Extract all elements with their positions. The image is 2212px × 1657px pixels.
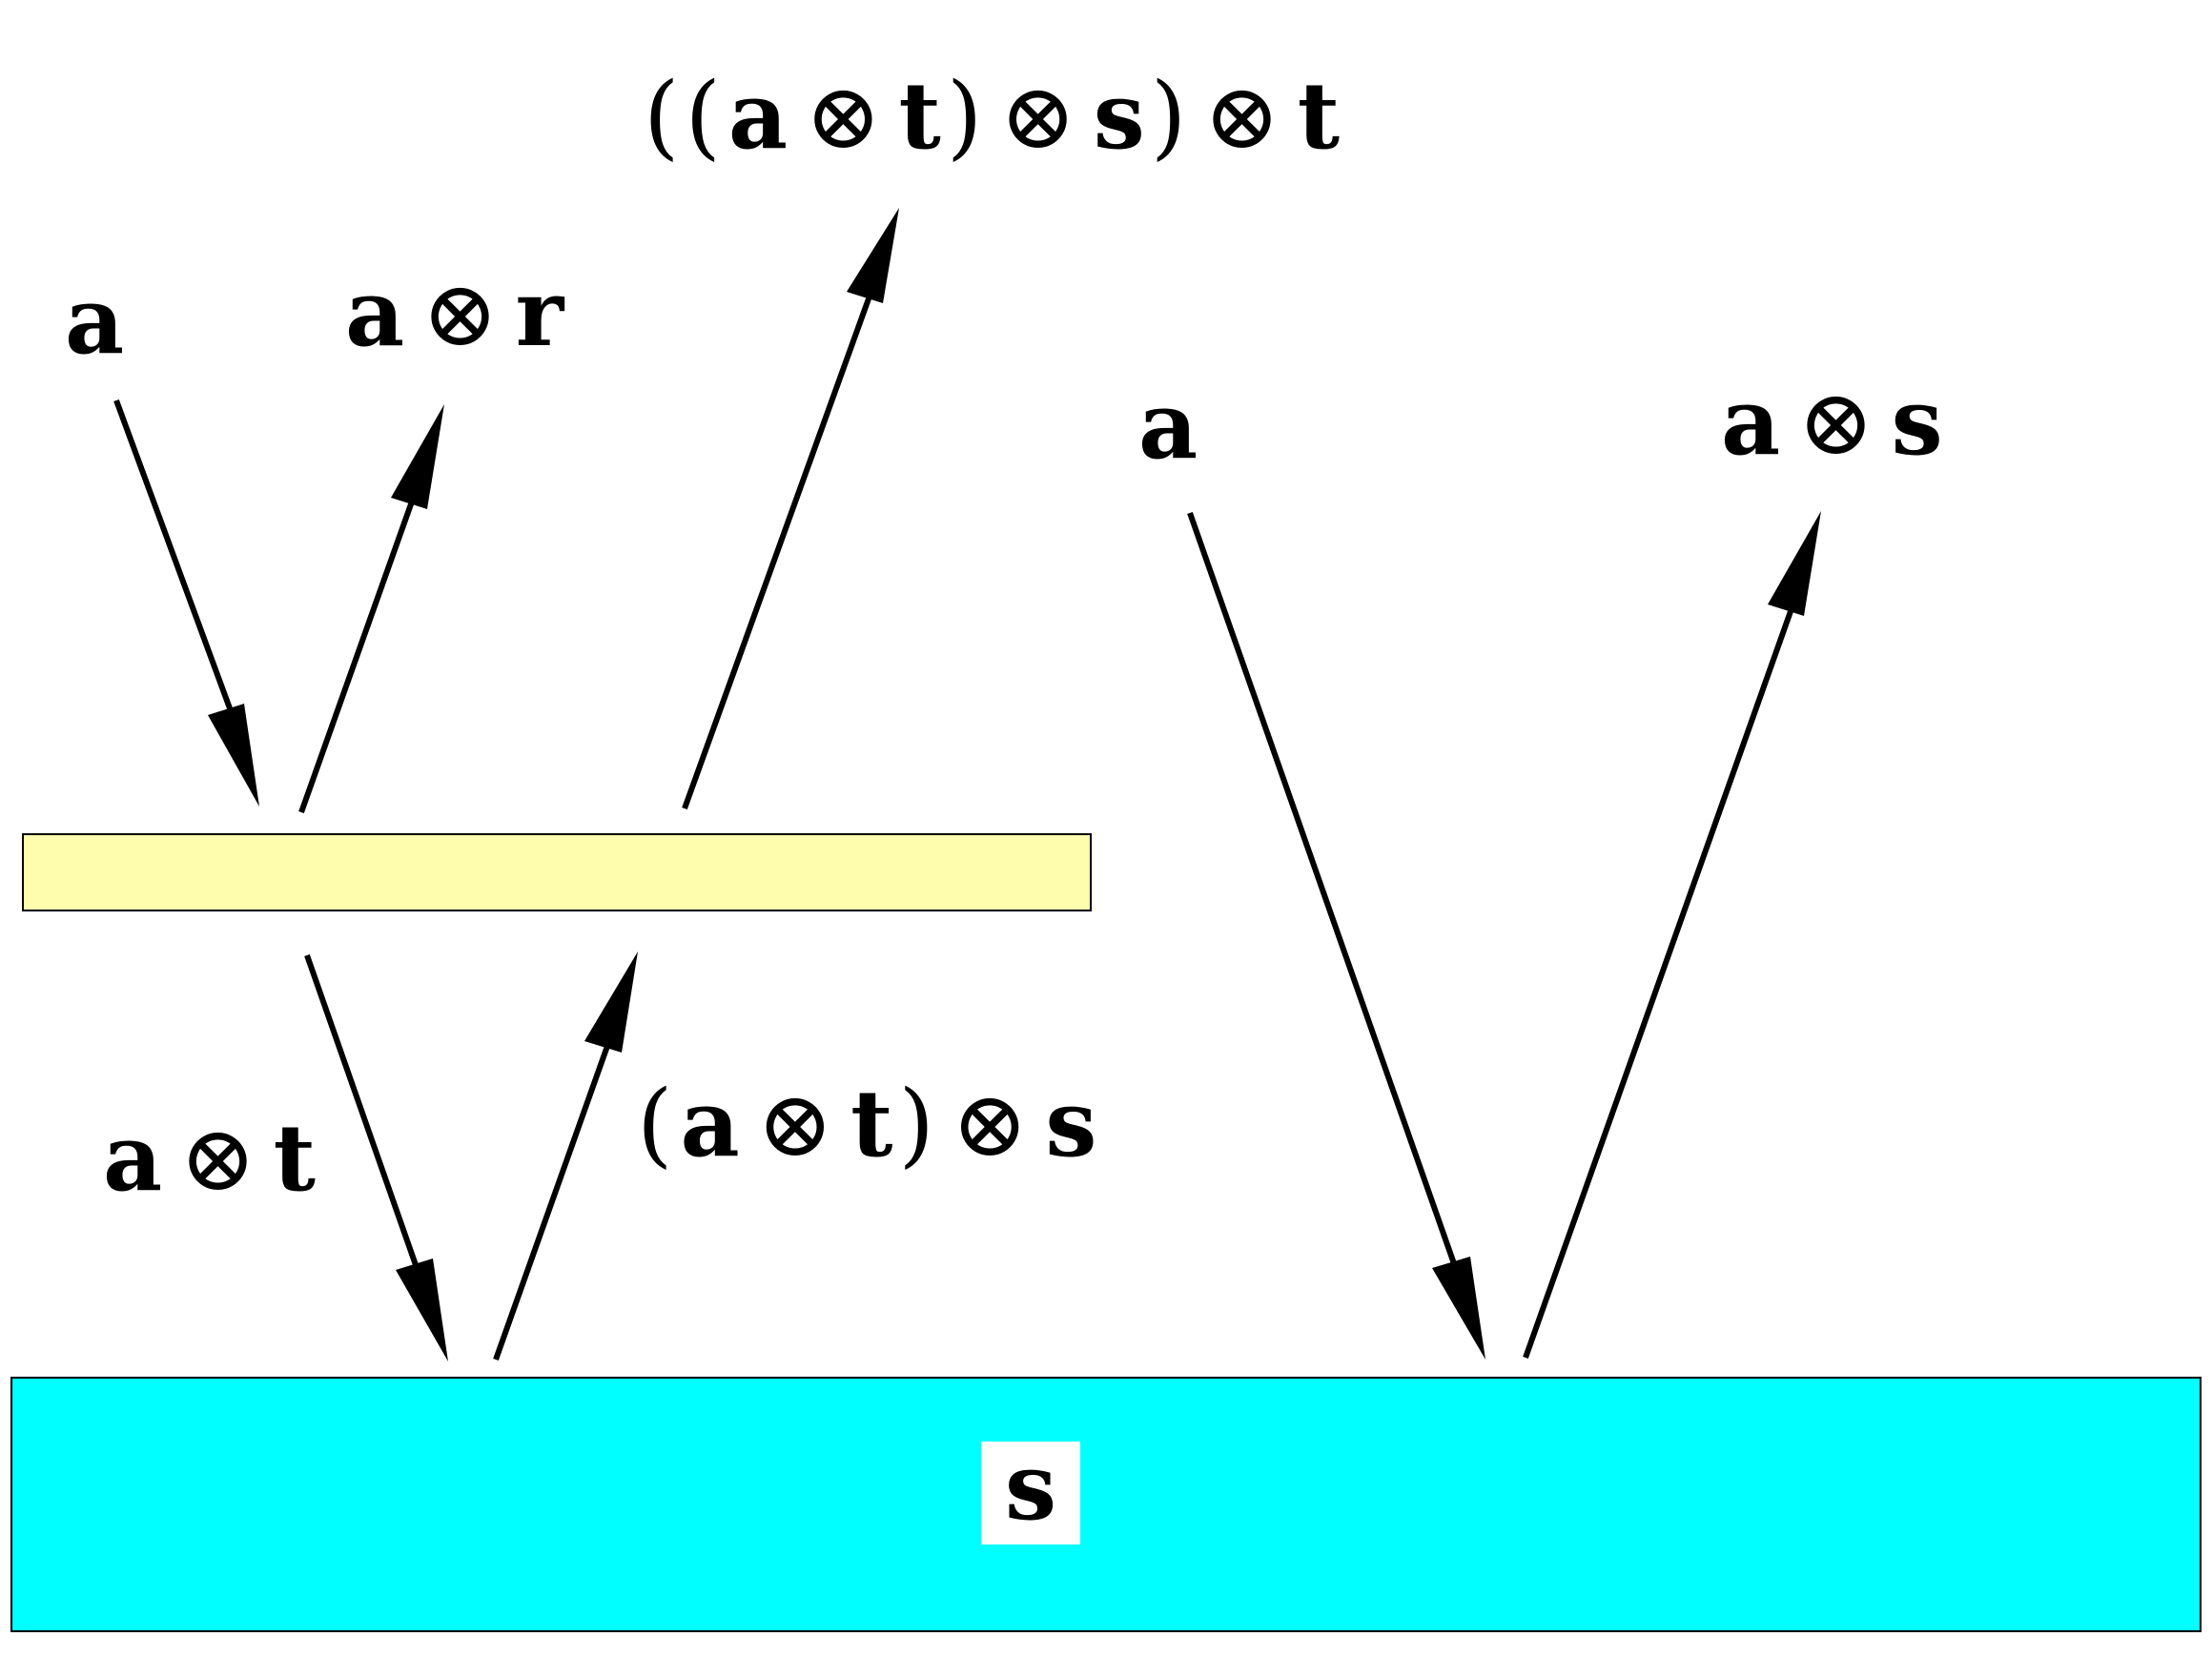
arrow-returned-up xyxy=(493,951,638,1361)
label-right-reflected: a⊗s xyxy=(1721,368,1943,476)
tensor-operator: ⊗ xyxy=(1797,369,1874,476)
arrow-left-reflected xyxy=(298,404,444,814)
symbol-t: t xyxy=(274,1104,316,1212)
arrow-transmitted-down xyxy=(304,954,448,1361)
paren: ) xyxy=(898,1071,933,1177)
paren: ( xyxy=(644,63,679,170)
tensor-operator: ⊗ xyxy=(1203,63,1280,170)
tensor-operator: ⊗ xyxy=(952,1071,1028,1177)
paren: ( xyxy=(637,1071,672,1177)
tensor-operator: ⊗ xyxy=(999,63,1075,170)
paren: ) xyxy=(1151,63,1186,170)
symbol-a: a xyxy=(728,62,788,170)
arrow-left-incident xyxy=(113,399,259,807)
paren: ( xyxy=(685,63,720,170)
label-transmitted: a⊗t xyxy=(103,1104,316,1212)
symbol-t: t xyxy=(1298,62,1340,170)
ray-arrows xyxy=(113,208,1821,1361)
paren: ) xyxy=(947,63,982,170)
arrow-right-reflected xyxy=(1523,511,1821,1360)
symbol-s: s xyxy=(1094,62,1145,170)
surface-label: s xyxy=(1005,1433,1056,1541)
symbol-a: a xyxy=(103,1104,162,1212)
symbol-s: s xyxy=(1045,1070,1096,1177)
surface-label-box xyxy=(981,1442,1080,1544)
label-right-incident: a xyxy=(1138,372,1198,480)
symbol-r: r xyxy=(516,259,565,367)
symbol-a: a xyxy=(345,259,404,367)
tensor-operator: ⊗ xyxy=(421,260,498,367)
label-top-formula: ((a⊗t)⊗s)⊗t xyxy=(644,62,1340,170)
symbol-t: t xyxy=(899,62,941,170)
surface-layer xyxy=(10,1377,2202,1632)
arrow-right-incident xyxy=(1187,512,1485,1360)
label-left-reflected: a⊗r xyxy=(345,259,565,367)
symbol-t: t xyxy=(850,1070,892,1177)
arrow-up-top-formula xyxy=(682,208,899,810)
label-left-incident: a xyxy=(65,267,124,375)
label-returned: (a⊗t)⊗s xyxy=(637,1070,1096,1177)
symbol-s: s xyxy=(1892,368,1943,476)
tensor-operator: ⊗ xyxy=(757,1071,833,1177)
symbol-a: a xyxy=(680,1070,739,1177)
tensor-operator: ⊗ xyxy=(179,1105,256,1212)
tensor-operator: ⊗ xyxy=(805,63,881,170)
upper-layer xyxy=(22,833,1092,911)
symbol-a: a xyxy=(1721,368,1780,476)
